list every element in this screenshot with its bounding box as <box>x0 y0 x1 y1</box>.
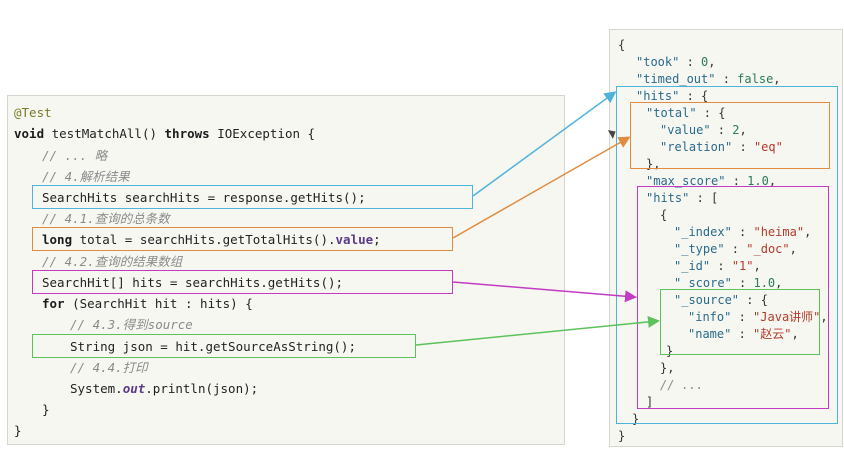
code-line-hits-array: SearchHit[] hits = searchHits.getHits(); <box>42 275 344 290</box>
json-source-line: "_source" : { <box>674 293 768 307</box>
json-close-total: }, <box>646 157 661 171</box>
hits-array-highlight-box <box>32 270 453 294</box>
code-line-gethits: SearchHits searchHits = response.getHits… <box>42 190 366 205</box>
close-method-brace: } <box>14 423 22 438</box>
score-key: "_score" <box>674 276 732 290</box>
json-inner-hits-region-box <box>637 186 829 409</box>
code-line-json: String json = hit.getSourceAsString(); <box>70 339 356 354</box>
relation-value: "eq" <box>753 140 783 154</box>
json-close-array: ] <box>646 395 654 409</box>
void-keyword: void <box>14 126 45 141</box>
timed-out-value: false <box>737 72 774 86</box>
json-info-line: "info" : "Java讲师", <box>688 310 828 324</box>
json-open-root: { <box>618 38 626 52</box>
comment-result-array: // 4.2.查询的结果数组 <box>42 254 183 269</box>
json-panel <box>610 30 842 446</box>
throws-keyword: throws <box>164 126 210 141</box>
json-ellipsis: // ... <box>660 378 704 392</box>
json-index-line: "_index" : "heima", <box>674 225 812 239</box>
json-inner-hits-line: "hits" : [ <box>646 191 719 205</box>
info-key: "info" <box>688 310 732 324</box>
comment-total: // 4.1.查询的总条数 <box>42 211 170 226</box>
json-hits-line: "hits" : { <box>636 89 709 103</box>
comment-get-source: // 4.3.得到source <box>70 317 193 332</box>
source-key: "_source" <box>674 293 740 307</box>
println-system: System. <box>70 381 123 396</box>
exception-type: IOException { <box>209 126 316 141</box>
code-line-total: long total = searchHits.getTotalHits().v… <box>42 232 381 248</box>
value-field: value <box>335 232 374 247</box>
json-type-line: "_type" : "_doc", <box>674 242 797 256</box>
hits-key: "hits" <box>636 89 680 103</box>
json-source-region-box <box>660 289 820 355</box>
type-value: "_doc" <box>746 242 790 256</box>
info-value: "Java讲师" <box>753 310 821 324</box>
json-id-line: "_id" : "1", <box>674 259 761 273</box>
json-hits-region-box <box>616 86 838 424</box>
name-value: "赵云" <box>753 327 792 341</box>
total-highlight-box <box>32 227 453 251</box>
index-key: "_index" <box>674 225 732 239</box>
json-total-region-box <box>630 102 830 169</box>
open-array: [ <box>711 191 719 205</box>
method-name: testMatchAll() <box>44 126 165 141</box>
total-semicolon: ; <box>373 232 381 247</box>
method-signature: void testMatchAll() throws IOException { <box>14 126 315 142</box>
close-for-brace: } <box>42 402 50 417</box>
comment-omit: // ... 略 <box>42 148 108 163</box>
long-keyword: long <box>42 232 73 247</box>
json-close-root: } <box>618 429 626 443</box>
took-key: "took" <box>636 55 680 69</box>
code-line-for: for (SearchHit hit : hits) { <box>42 296 253 312</box>
id-key: "_id" <box>674 259 711 273</box>
gethits-highlight-box <box>32 185 473 209</box>
value-value: 2 <box>732 123 740 137</box>
id-value: "1" <box>731 259 754 273</box>
json-name-line: "name" : "赵云", <box>688 327 799 341</box>
json-highlight-box <box>32 334 416 358</box>
json-relation-line: "relation" : "eq" <box>660 140 783 154</box>
json-max-score-line: "max_score" : 1.0, <box>646 174 777 188</box>
relation-key: "relation" <box>660 140 733 154</box>
json-timed-out-line: "timed_out" : false, <box>636 72 781 86</box>
max-score-key: "max_score" <box>646 174 726 188</box>
println-out: out <box>122 381 146 396</box>
total-expression: total = searchHits.getTotalHits(). <box>72 232 336 247</box>
type-key: "_type" <box>674 242 725 256</box>
inner-hits-key: "hits" <box>646 191 690 205</box>
json-open-doc: { <box>660 208 668 222</box>
json-value-line: "value" : 2, <box>660 123 747 137</box>
test-annotation: @Test <box>14 105 52 120</box>
name-key: "name" <box>688 327 732 341</box>
comment-print: // 4.4.打印 <box>70 360 148 375</box>
comment-parse-result: // 4.解析结果 <box>42 169 130 184</box>
json-score-line: "_score" : 1.0, <box>674 276 783 290</box>
code-line-println: System.out.println(json); <box>70 381 258 397</box>
println-call: .println(json); <box>145 381 259 396</box>
timed-out-key: "timed_out" <box>636 72 716 86</box>
for-keyword: for <box>42 296 65 311</box>
json-close-source: } <box>666 344 674 358</box>
json-close-doc: }, <box>660 361 675 375</box>
for-header: (SearchHit hit : hits) { <box>64 296 253 311</box>
json-total-line: "total" : { <box>646 106 726 120</box>
score-value: 1.0 <box>753 276 776 290</box>
took-value: 0 <box>701 55 709 69</box>
max-score-value: 1.0 <box>747 174 769 188</box>
index-value: "heima" <box>753 225 805 239</box>
json-took-line: "took" : 0, <box>636 55 716 69</box>
value-key: "value" <box>660 123 711 137</box>
json-close-hits: } <box>632 412 640 426</box>
total-key: "total" <box>646 106 697 120</box>
